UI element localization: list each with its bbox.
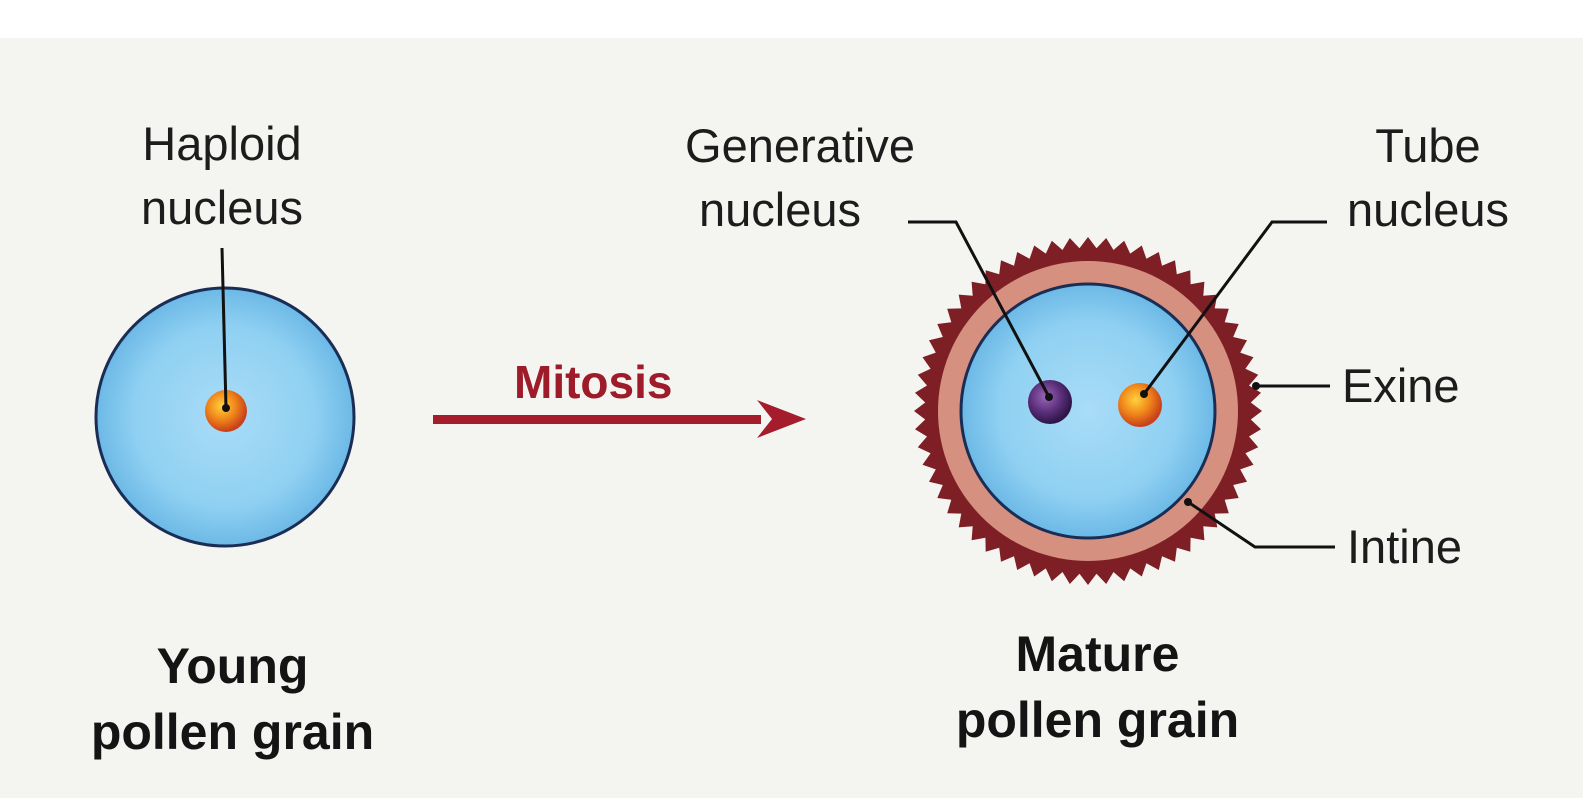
mitosis-arrow (433, 400, 806, 438)
tube-label-line1: Tube (1375, 119, 1481, 172)
haploid-nucleus-label: Haploid nucleus (110, 112, 334, 240)
tube-leader-dot (1140, 390, 1148, 398)
haploid-leader-line (220, 247, 228, 409)
tube-nucleus-label: Tube nucleus (1328, 114, 1528, 242)
top-margin (0, 0, 1583, 38)
haploid-label-line1: Haploid (142, 117, 302, 170)
mature-pollen-grain (908, 220, 1335, 585)
mature-pollen-caption: Mature pollen grain (925, 621, 1270, 753)
exine-leader-dot (1252, 382, 1260, 390)
mature-grain-cytoplasm (959, 282, 1217, 540)
young-caption-line2: pollen grain (90, 704, 375, 760)
generative-leader-line (908, 220, 1051, 398)
young-caption-line1: Young (156, 638, 309, 694)
intine-leader-dot (1184, 498, 1192, 506)
mitosis-label: Mitosis (514, 356, 673, 408)
tube-leader-line (1142, 220, 1327, 395)
generative-nucleus (1028, 380, 1072, 424)
generative-label-line1: Generative (685, 119, 915, 172)
mature-caption-line1: Mature (1015, 626, 1180, 682)
generative-nucleus-label: Generative nucleus (650, 114, 950, 242)
generative-leader-dot (1045, 393, 1053, 401)
young-pollen-grain (94, 247, 356, 548)
intine-label: Intine (1347, 520, 1462, 573)
exine-label: Exine (1342, 359, 1460, 412)
intine-leader-line (1187, 500, 1335, 549)
haploid-label-line2: nucleus (141, 181, 303, 234)
young-pollen-caption: Young pollen grain (60, 633, 405, 765)
mature-caption-line2: pollen grain (955, 692, 1240, 748)
haploid-leader-dot (222, 404, 230, 412)
tube-nucleus (1118, 383, 1162, 427)
tube-label-line2: nucleus (1347, 183, 1509, 236)
generative-label-line2: nucleus (699, 183, 861, 236)
